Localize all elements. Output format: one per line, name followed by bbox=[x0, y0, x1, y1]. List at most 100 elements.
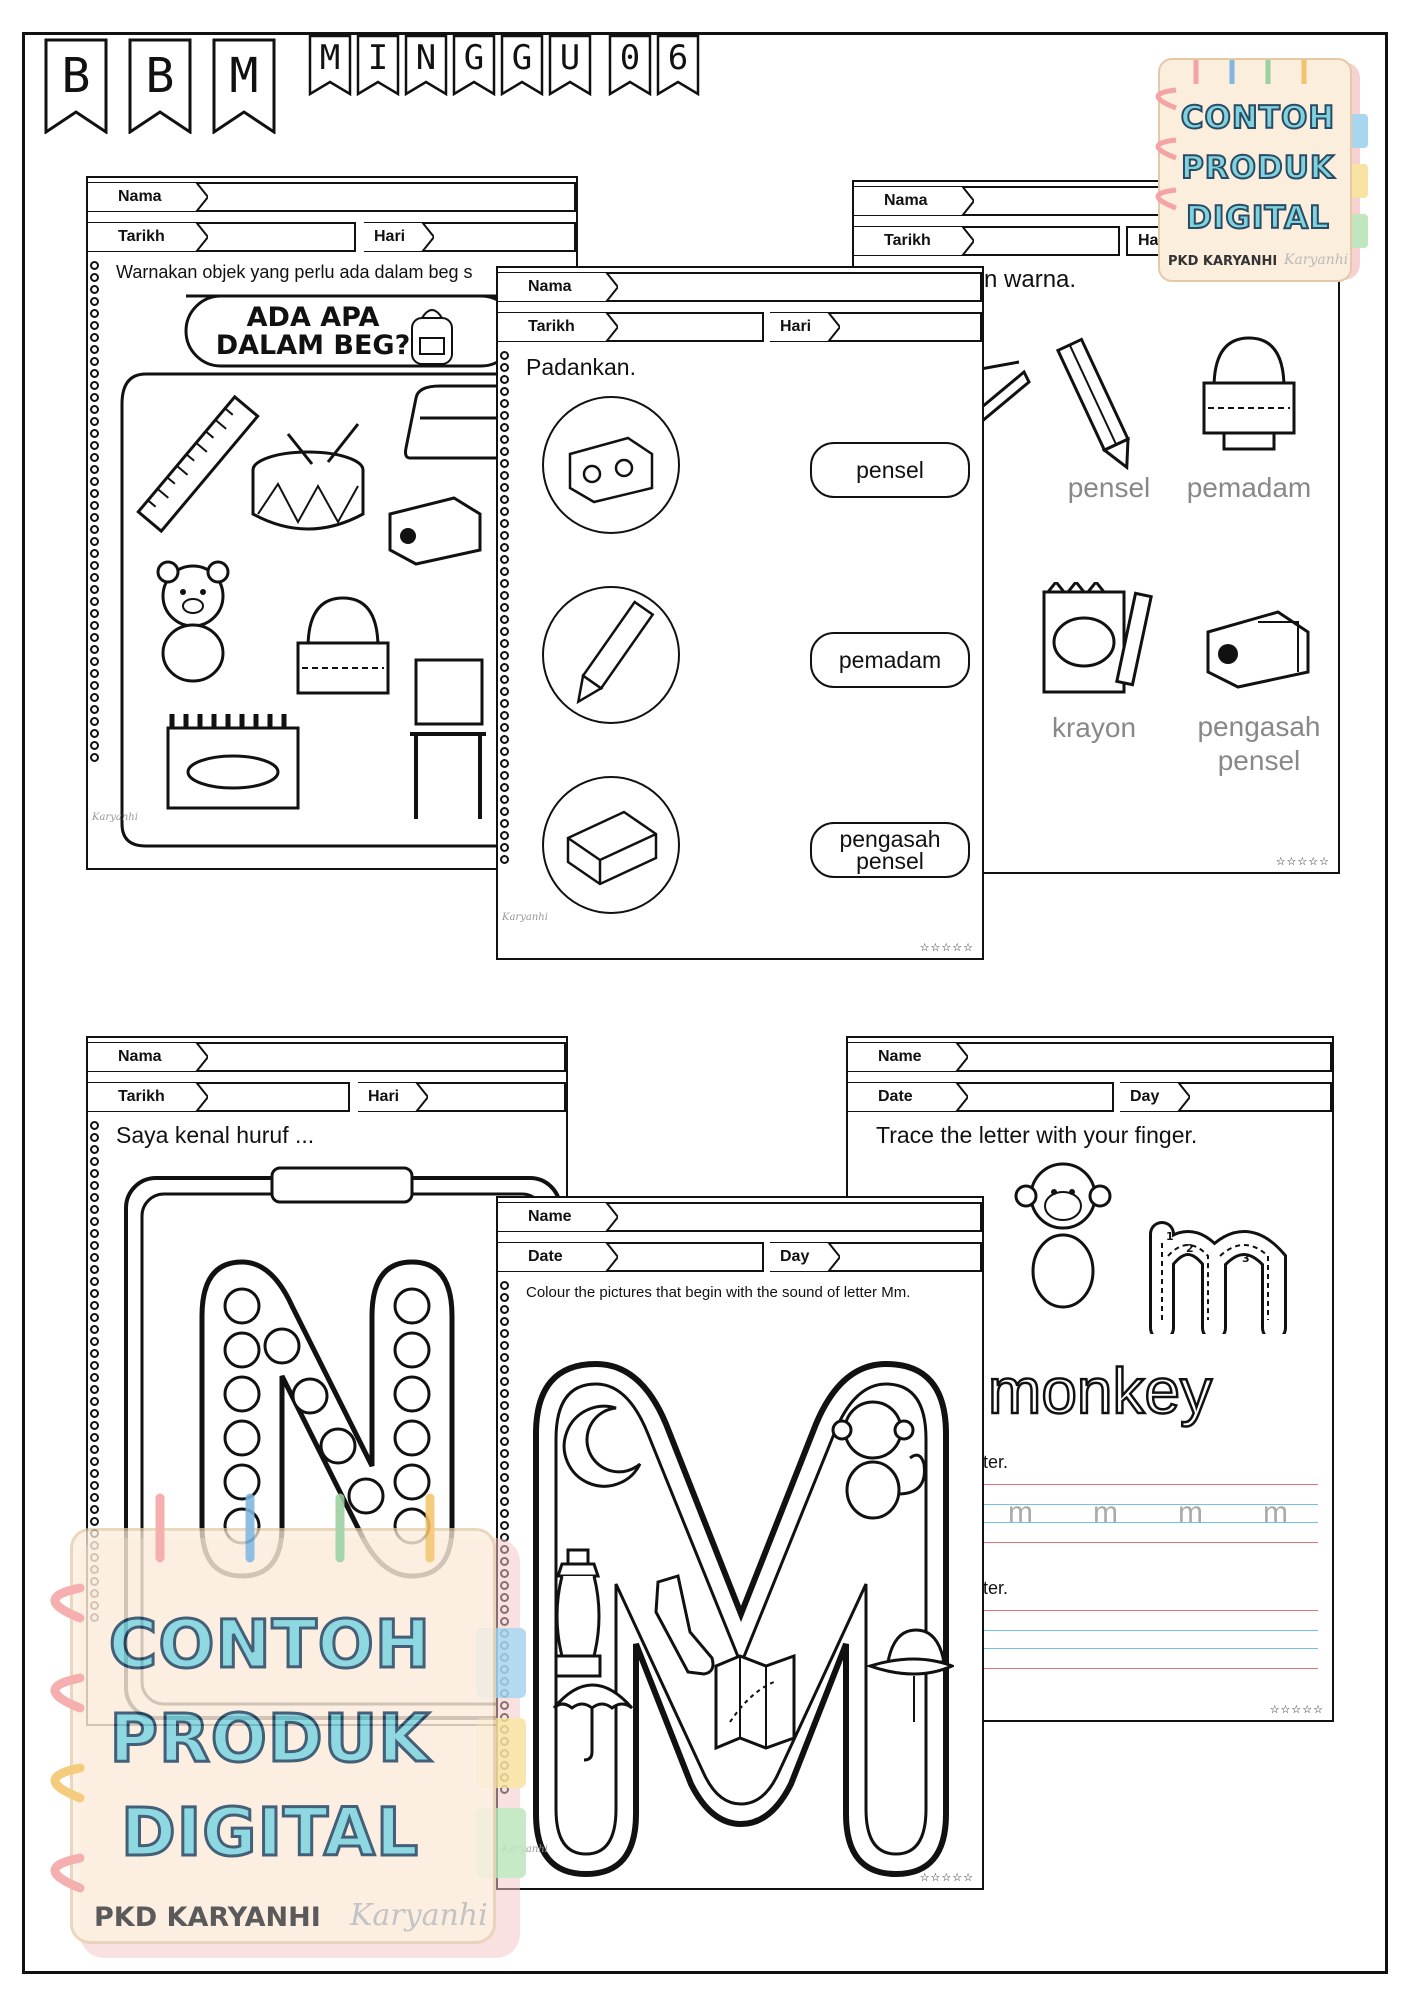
lantern-picture bbox=[554, 1548, 602, 1678]
teddy-bear-picture bbox=[156, 560, 230, 683]
banner-flag: N bbox=[404, 34, 448, 96]
drum-picture bbox=[251, 423, 365, 531]
spiral-binding bbox=[500, 348, 514, 867]
date-row: Date bbox=[848, 1082, 1114, 1112]
date-row: Date bbox=[498, 1242, 764, 1272]
logo-brand: PKD KARYANHI bbox=[1168, 254, 1278, 269]
picture-circle bbox=[542, 586, 680, 724]
brand-watermark: Karyanhi bbox=[502, 912, 548, 923]
name-row: Name bbox=[498, 1202, 982, 1232]
worksheet-mm: Name Date Day Colour the pictures that b… bbox=[496, 1196, 984, 1890]
watermark-logo-bottom: CONTOH PRODUK DIGITAL PKD KARYANHI Karya… bbox=[30, 1478, 530, 1958]
logo-line: CONTOH bbox=[1180, 99, 1336, 137]
box-picture bbox=[404, 384, 500, 460]
sharpener-picture bbox=[388, 496, 482, 566]
watermark-logo-top: CONTOH PRODUK DIGITAL PKD KARYANHI Karya… bbox=[1146, 54, 1376, 282]
instruction-partial: tter. bbox=[978, 1578, 1009, 1598]
name-row: Nama bbox=[88, 1042, 566, 1072]
title-banner: B B M bbox=[44, 38, 296, 134]
logo-script: Karyanhi bbox=[1284, 252, 1349, 268]
star-rating: ☆☆☆☆☆ bbox=[919, 941, 974, 954]
sharpener-picture bbox=[568, 436, 654, 504]
writing-lines bbox=[978, 1610, 1318, 1670]
instruction: Warnakan objek yang perlu ada dalam beg … bbox=[116, 262, 473, 282]
monkey-picture bbox=[831, 1400, 926, 1520]
banner-flag: G bbox=[452, 34, 496, 96]
date-row: Tarikh bbox=[88, 1082, 350, 1112]
worksheet-bag: Nama Tarikh Hari Warnakan objek yang per… bbox=[86, 176, 578, 870]
instruction: Colour the pictures that begin with the … bbox=[526, 1284, 911, 1301]
writing-lines bbox=[978, 1484, 1318, 1544]
eraser-picture bbox=[566, 810, 658, 886]
banner-flag: B bbox=[44, 38, 108, 134]
day-row: Hari bbox=[770, 312, 982, 342]
day-row: Hari bbox=[358, 1082, 566, 1112]
name-row: Name bbox=[848, 1042, 1332, 1072]
instruction-partial: tter. bbox=[978, 1452, 1009, 1472]
banner-flag: B bbox=[128, 38, 192, 134]
logo-line: DIGITAL bbox=[119, 1793, 420, 1873]
instruction: n warna. bbox=[984, 266, 1077, 293]
moon-icon bbox=[562, 1404, 642, 1488]
shoe-picture bbox=[654, 1574, 715, 1676]
date-row: Tarikh bbox=[88, 222, 356, 252]
banner-flag: G bbox=[500, 34, 544, 96]
ruler-picture bbox=[136, 394, 260, 534]
banner-flag: 0 bbox=[608, 34, 652, 96]
word-option-sharpener[interactable]: pengasah pensel bbox=[810, 822, 970, 878]
word-option-pencil[interactable]: pensel bbox=[810, 442, 970, 498]
instruction: Padankan. bbox=[526, 354, 636, 380]
umbrella-picture bbox=[552, 1683, 634, 1762]
pencil-picture bbox=[1055, 337, 1130, 471]
day-row: Hari bbox=[364, 222, 576, 252]
worksheet-trace: Name Date Day Trace the letter with your… bbox=[846, 1036, 1334, 1722]
logo-brand: PKD KARYANHI bbox=[94, 1902, 321, 1933]
crayon-box-picture bbox=[1042, 582, 1153, 694]
title-banner-word: M I N G G U 0 6 bbox=[308, 34, 704, 96]
picture-circle bbox=[542, 776, 680, 914]
logo-line: CONTOH bbox=[107, 1605, 432, 1685]
chair-picture bbox=[410, 658, 486, 819]
star-rating: ☆☆☆☆☆ bbox=[1275, 855, 1330, 868]
star-rating: ☆☆☆☆☆ bbox=[919, 1871, 974, 1884]
banner-flag: M bbox=[308, 34, 352, 96]
worksheet-match: Nama Tarikh Hari Padankan. pensel pemada… bbox=[496, 266, 984, 960]
star-rating: ☆☆☆☆☆ bbox=[1269, 1703, 1324, 1716]
date-row: Tarikh bbox=[854, 226, 1120, 256]
map-picture bbox=[714, 1653, 796, 1751]
step-number: 3 bbox=[1242, 1252, 1250, 1265]
logo-line: DIGITAL bbox=[1185, 199, 1330, 237]
step-number: 1 bbox=[1166, 1230, 1174, 1243]
banner-flag: M bbox=[212, 38, 276, 134]
banner-flag: I bbox=[356, 34, 400, 96]
instruction: Trace the letter with your finger. bbox=[876, 1122, 1198, 1148]
label-pencil: pensel bbox=[1067, 472, 1151, 503]
step-number: 2 bbox=[1186, 1242, 1194, 1255]
eraser-picture bbox=[1202, 336, 1296, 451]
backpack-icon bbox=[411, 309, 453, 365]
brand-watermark: Karyanhi bbox=[92, 812, 138, 823]
name-row: Nama bbox=[88, 182, 576, 212]
day-row: Day bbox=[770, 1242, 982, 1272]
word-option-eraser[interactable]: pemadam bbox=[810, 632, 970, 688]
logo-line: PRODUK bbox=[108, 1699, 431, 1779]
eraser-picture bbox=[296, 596, 390, 695]
word-monkey: monkey bbox=[987, 1354, 1214, 1429]
instruction: Saya kenal huruf ... bbox=[116, 1122, 315, 1148]
logo-line: PRODUK bbox=[1180, 149, 1335, 187]
date-row: Tarikh bbox=[498, 312, 764, 342]
monkey-picture bbox=[1014, 1162, 1112, 1309]
picture-circle bbox=[542, 396, 680, 534]
crayon-box-picture bbox=[166, 714, 300, 810]
logo-script: Karyanhi bbox=[350, 1898, 488, 1933]
letter-m-outline bbox=[533, 1360, 949, 1878]
label-sharpener: pengasah pensel bbox=[1197, 711, 1321, 776]
label-crayon: krayon bbox=[1051, 712, 1137, 743]
letter-m-trace bbox=[1149, 1221, 1287, 1334]
spiral-binding bbox=[90, 258, 104, 765]
banner-flag: U bbox=[548, 34, 592, 96]
binder-rings bbox=[1155, 60, 1307, 211]
page-frame bbox=[22, 32, 1388, 1974]
binder-rings bbox=[50, 1493, 435, 1893]
